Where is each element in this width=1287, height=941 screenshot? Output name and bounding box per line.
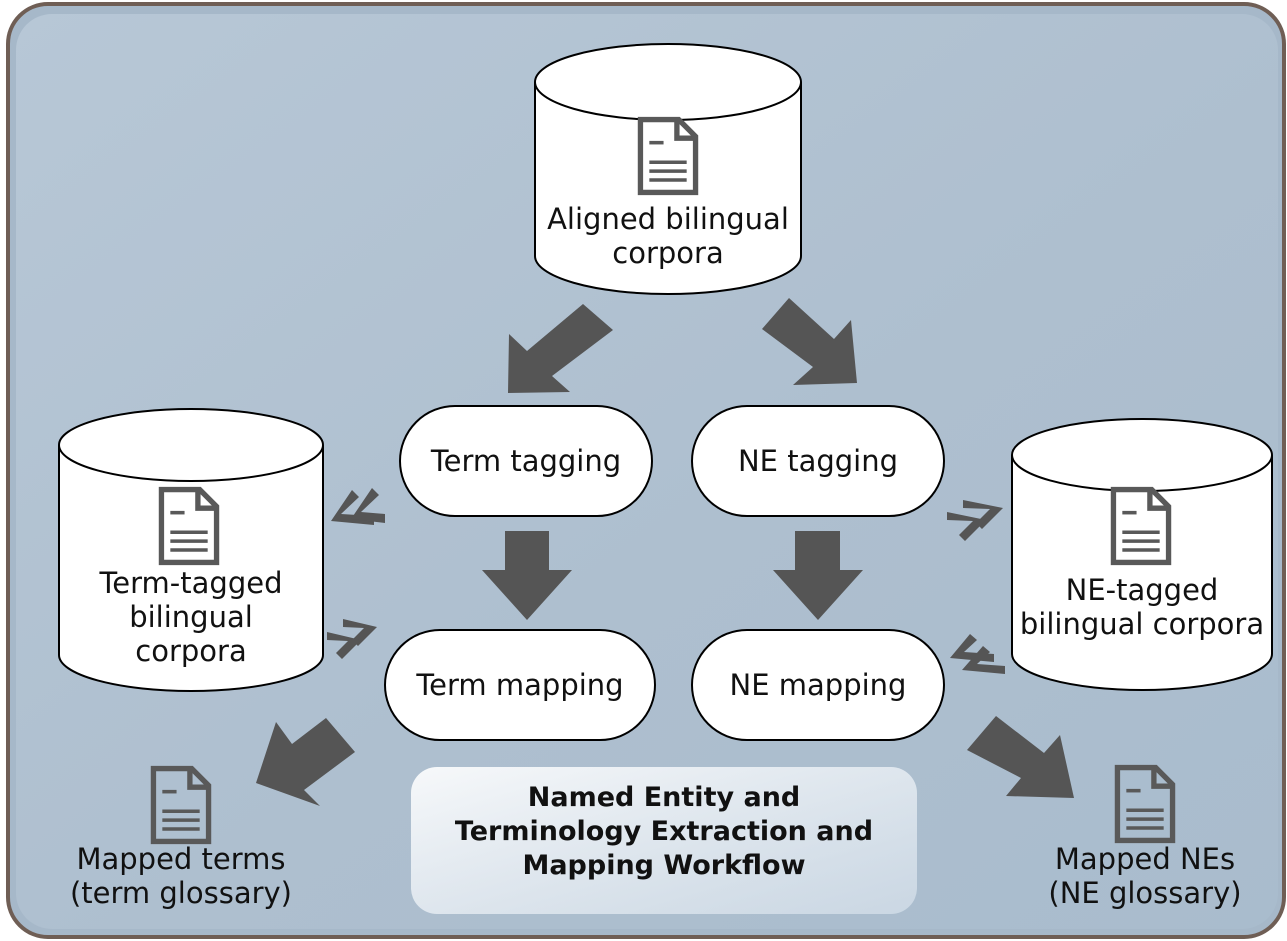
term-tagged-corpora-cylinder [58,408,324,692]
term-mapping-label: Term mapping [416,668,624,702]
arrow-corpora-to-ne-tagging [762,298,857,385]
ne-mapping-pill [691,629,945,741]
title-box [411,767,917,914]
mapped-nes-label: Mapped NEs (NE glossary) [1048,842,1242,911]
ne-tagged-corpora-cylinder [1011,418,1273,691]
ne-tagging-pill [691,405,945,517]
arrow-term-mapping-to-mapped-terms [256,718,355,806]
arrow-corpora-to-term-tagging [508,304,613,393]
chevron-right-icon [947,500,1003,541]
term-tagged-corpora-label: Term-tagged bilingual corpora [99,566,283,669]
mapped-terms-label: Mapped terms (term glossary) [69,842,292,911]
arrow-ne-tagging-to-ne-mapping [773,531,863,620]
chevron-left-icon [331,488,385,525]
arrow-term-tagging-to-term-mapping [482,531,572,620]
arrow-ne-mapping-to-mapped-nes [967,716,1074,798]
ne-mapping-label: NE mapping [729,668,907,702]
term-tagging-label: Term tagging [430,444,622,478]
chevron-left-icon [950,634,1005,674]
term-mapping-pill [384,629,656,741]
ne-tagging-label: NE tagging [737,444,899,478]
ne-tagged-corpora-label: NE-tagged bilingual corpora [1019,573,1265,642]
chevron-right-icon [327,619,377,659]
diagram-title: Named Entity and Terminology Extraction … [454,782,874,881]
aligned-corpora-label: Aligned bilingual corpora [547,202,789,271]
term-tagging-pill [399,405,653,517]
